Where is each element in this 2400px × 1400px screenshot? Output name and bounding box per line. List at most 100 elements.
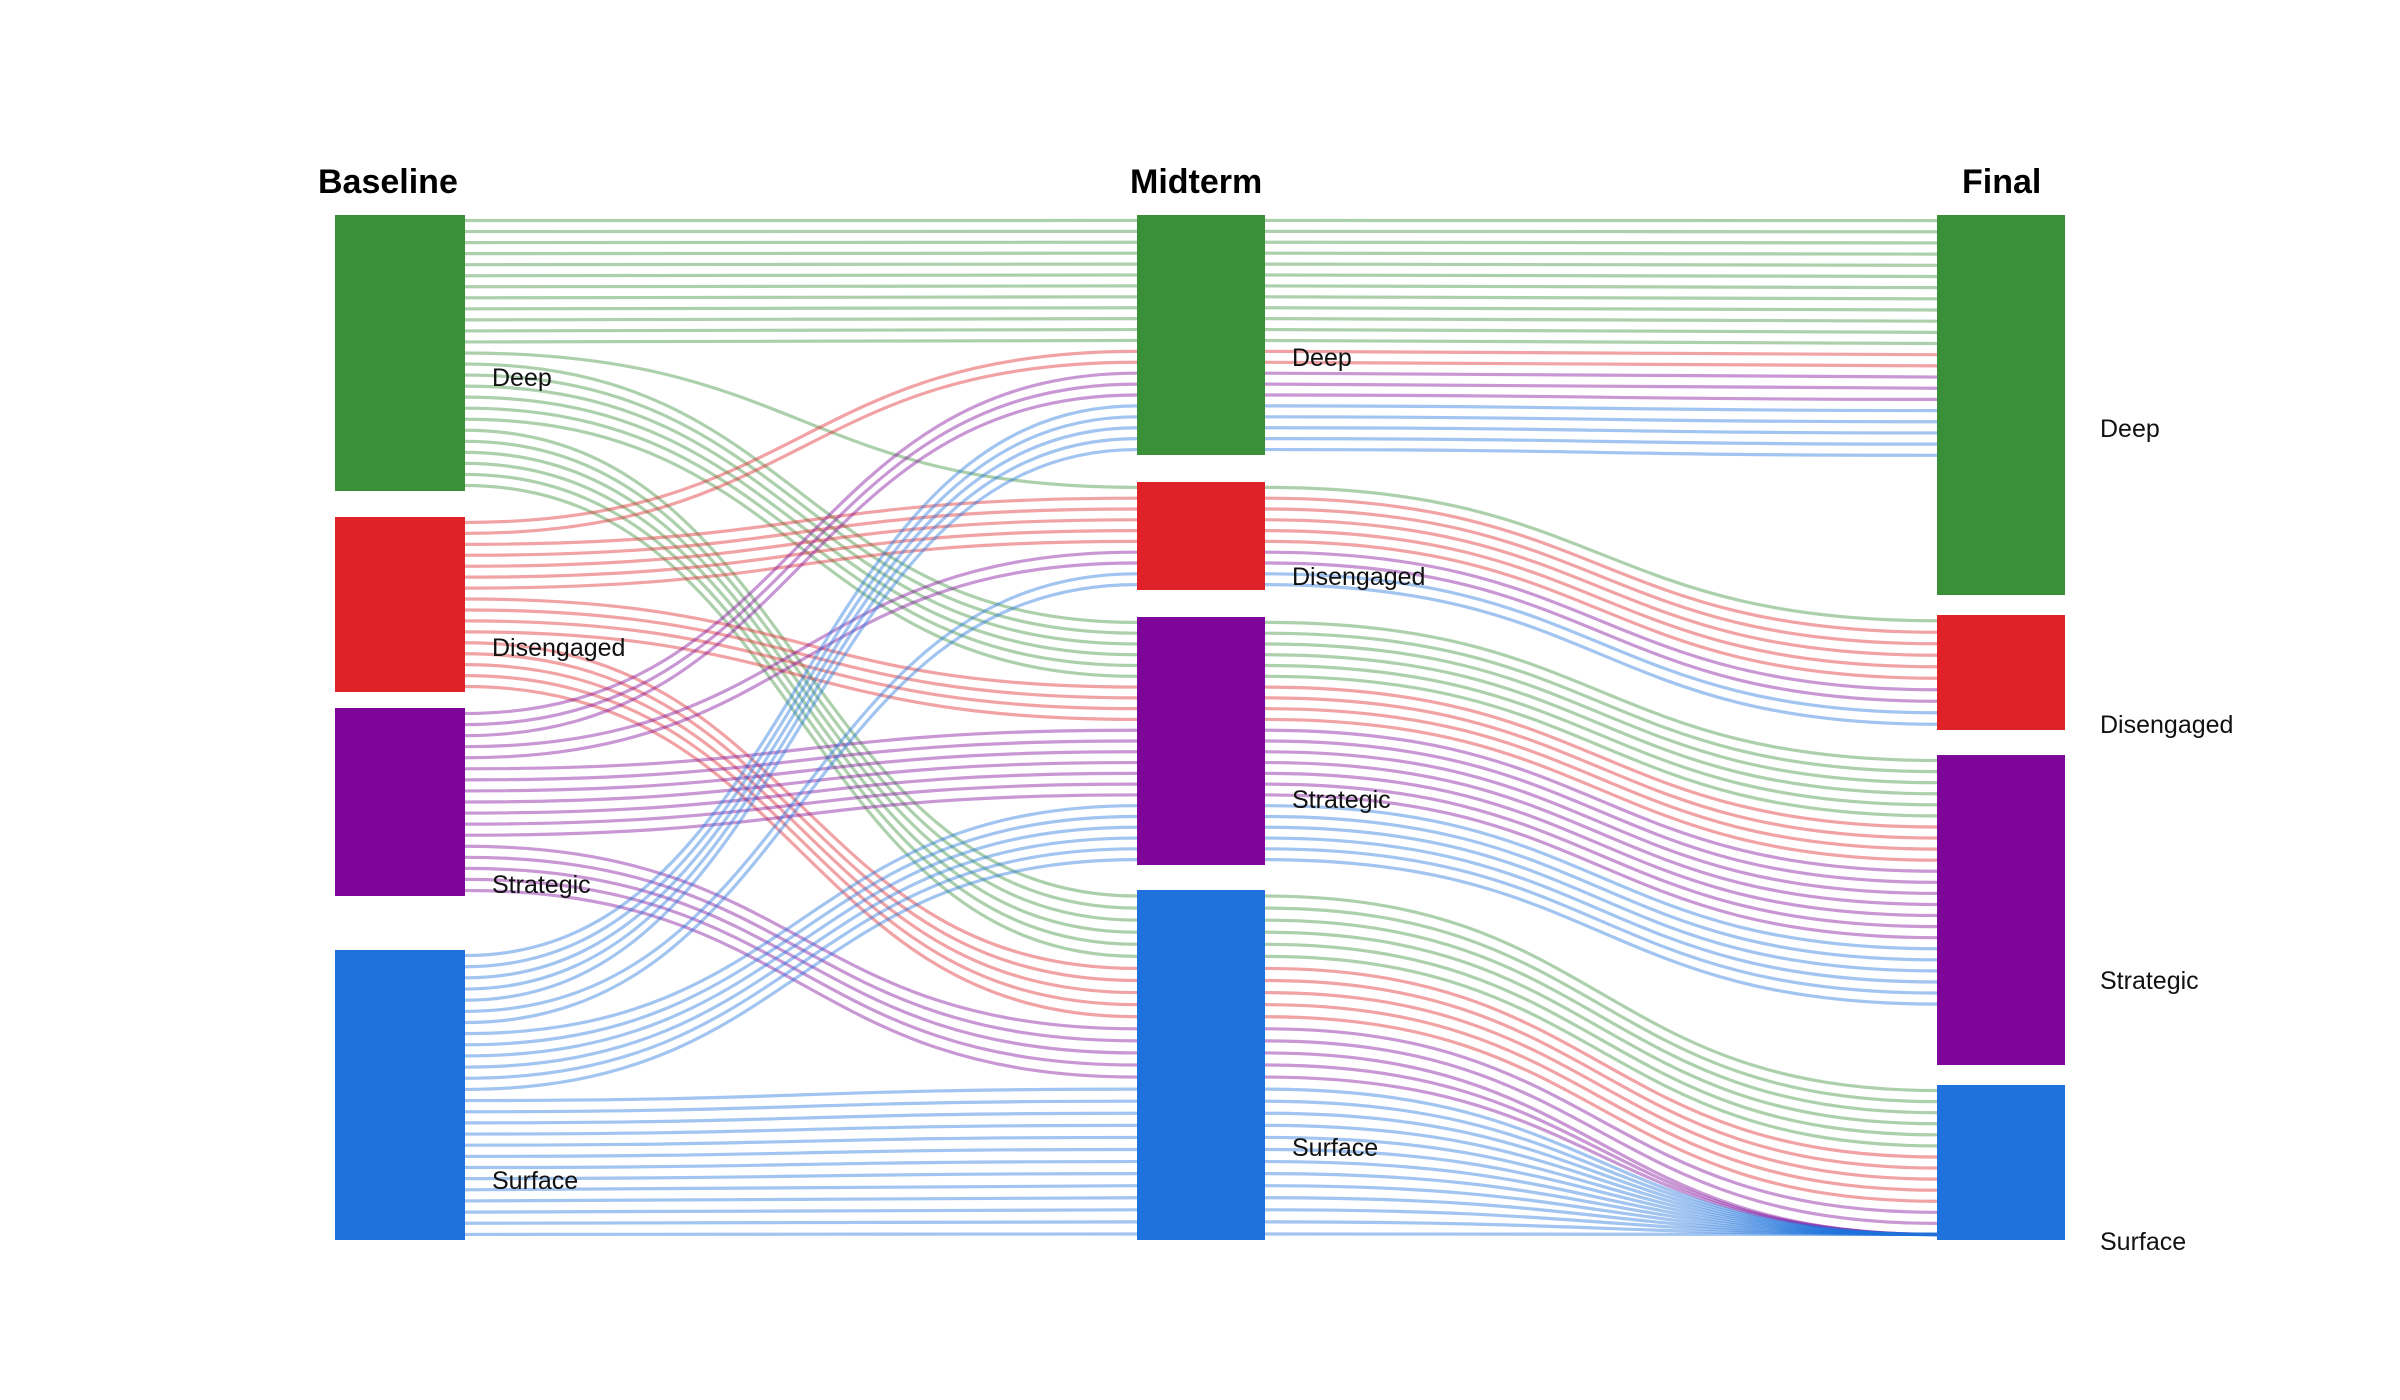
ribbon-midterm-final [1264,739,1938,884]
ribbon-midterm-final [1264,653,1938,796]
ribbon-midterm-final [1264,804,1938,951]
ribbon-midterm-final [1264,750,1938,895]
ribbon-midterm-final [1264,1027,1938,1214]
node-baseline-surface[interactable] [335,950,465,1240]
ribbon-baseline-midterm [464,1172,1138,1181]
ribbon-midterm-final [1264,685,1938,829]
labels-layer: DeepDisengagedStrategicSurfaceBaselineDe… [318,163,2233,1256]
ribbon-baseline-midterm [464,608,1138,700]
node-label-midterm-surface: Surface [1292,1134,1378,1162]
ribbon-midterm-final [1264,814,1938,962]
ribbon-midterm-final [1264,1220,1938,1237]
node-midterm-strategic[interactable] [1137,617,1265,865]
ribbon-midterm-final [1264,382,1938,390]
node-label-midterm-strategic: Strategic [1292,786,1391,814]
node-final-deep[interactable] [1937,215,2065,595]
ribbon-midterm-final [1264,1159,1938,1237]
ribbon-midterm-final [1264,978,1938,1170]
ribbon-baseline-midterm [464,518,1138,568]
ribbon-baseline-midterm [464,529,1138,579]
stage-title-midterm: Midterm [1130,163,1262,201]
ribbon-midterm-final [1264,847,1938,995]
stage-title-final: Final [1962,163,2041,201]
ribbon-baseline-midterm [464,771,1138,815]
ribbon-baseline-midterm [464,428,1138,898]
ribbon-baseline-midterm [464,1196,1138,1203]
ribbon-baseline-midterm [464,373,1138,635]
node-midterm-disengaged[interactable] [1137,482,1265,590]
ribbon-midterm-final [1264,1147,1938,1237]
ribbon-midterm-final [1264,1015,1938,1203]
ribbon-midterm-final [1264,663,1938,807]
ribbon-midterm-final [1264,572,1938,715]
ribbon-midterm-final [1264,1099,1938,1237]
ribbon-baseline-midterm [464,844,1138,1031]
node-label-baseline-disengaged: Disengaged [492,634,625,662]
ribbon-midterm-final [1264,1208,1938,1237]
ribbon-baseline-midterm [464,417,1138,678]
ribbon-midterm-final [1264,1196,1938,1237]
ribbon-baseline-midterm [464,782,1138,826]
ribbon-midterm-final [1264,1135,1938,1237]
ribbon-baseline-midterm [464,1159,1138,1170]
ribbon-midterm-final [1264,393,1938,402]
node-midterm-surface[interactable] [1137,890,1265,1240]
ribbon-baseline-midterm [464,382,1138,727]
ribbon-midterm-final [1264,437,1938,446]
ribbon-midterm-final [1264,1039,1938,1225]
ribbon-midterm-final [1264,306,1938,312]
ribbon-midterm-final [1264,894,1938,1093]
node-midterm-deep[interactable] [1137,215,1265,455]
ribbon-baseline-midterm [464,295,1138,300]
ribbon-midterm-final [1264,251,1938,256]
nodes-layer [335,215,2065,1240]
ribbon-baseline-midterm [464,1135,1138,1147]
ribbon-midterm-final [1264,942,1938,1137]
ribbon-baseline-midterm [464,393,1138,738]
node-label-final-surface: Surface [2100,1228,2186,1256]
ribbon-midterm-final [1264,447,1938,457]
ribbon-midterm-final [1264,518,1938,657]
ribbon-baseline-midterm [464,572,1138,1013]
ribbon-midterm-final [1264,631,1938,774]
ribbon-baseline-midterm [464,793,1138,837]
node-final-disengaged[interactable] [1937,615,2065,730]
ribbon-baseline-midterm [464,550,1138,749]
ribbon-baseline-midterm [464,338,1138,344]
ribbon-midterm-final [1264,906,1938,1104]
ribbon-baseline-midterm [464,760,1138,804]
node-baseline-strategic[interactable] [335,708,465,896]
ribbon-midterm-final [1264,327,1938,334]
ribbon-baseline-midterm [464,306,1138,311]
node-baseline-deep[interactable] [335,215,465,491]
ribbon-baseline-midterm [464,507,1138,557]
ribbon-baseline-midterm [464,804,1138,1036]
ribbon-baseline-midterm [464,1220,1138,1225]
node-label-baseline-strategic: Strategic [492,871,591,899]
ribbon-baseline-midterm [464,539,1138,590]
ribbon-baseline-midterm [464,349,1138,525]
ribbon-midterm-final [1264,930,1938,1126]
node-baseline-disengaged[interactable] [335,517,465,692]
ribbon-midterm-final [1264,273,1938,279]
node-label-midterm-disengaged: Disengaged [1292,563,1425,591]
ribbon-baseline-midterm [464,619,1138,711]
node-final-surface[interactable] [1937,1085,2065,1240]
ribbon-midterm-final [1264,620,1938,763]
ribbon-midterm-final [1264,529,1938,669]
ribbon-baseline-midterm [464,483,1138,958]
node-final-strategic[interactable] [1937,755,2065,1065]
ribbon-midterm-final [1264,1063,1938,1237]
ribbon-baseline-midterm [464,825,1138,1058]
ribbon-midterm-final [1264,1087,1938,1237]
ribbon-baseline-midterm [464,652,1138,983]
ribbon-baseline-midterm [464,371,1138,716]
ribbon-midterm-final [1264,918,1938,1115]
ribbon-midterm-final [1264,360,1938,368]
ribbon-midterm-final [1264,990,1938,1181]
ribbon-midterm-final [1264,1051,1938,1237]
ribbon-midterm-final [1264,262,1938,267]
ribbon-baseline-midterm [464,1111,1138,1125]
ribbon-baseline-midterm [464,351,1138,489]
